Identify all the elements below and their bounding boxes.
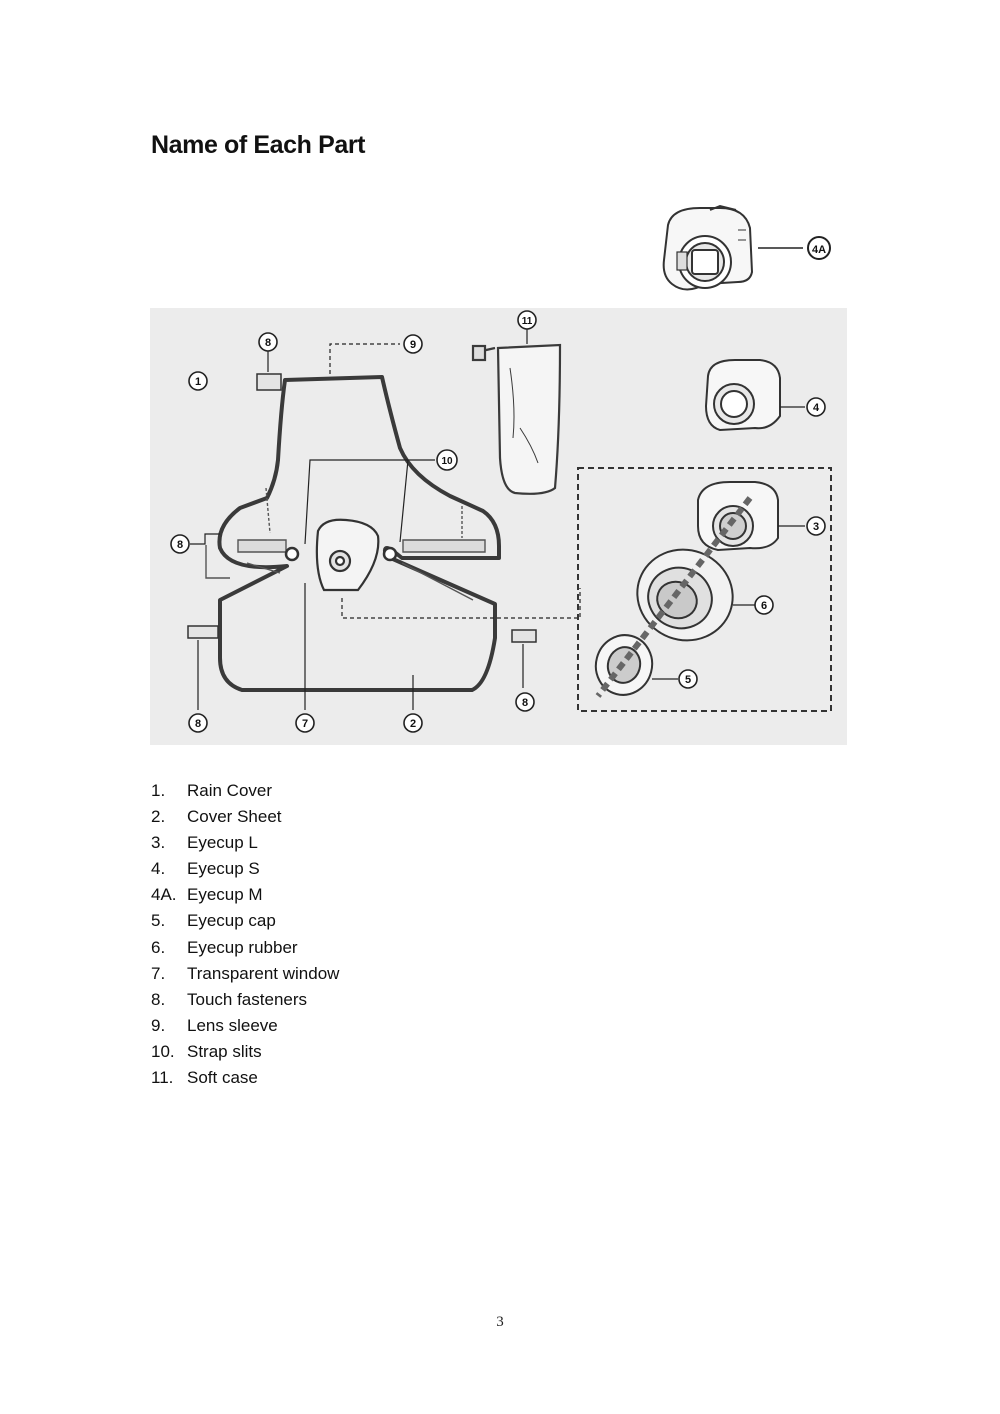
list-item: 10.Strap slits [151, 1041, 262, 1061]
list-item: 2.Cover Sheet [151, 807, 282, 827]
list-item: 6.Eyecup rubber [151, 937, 298, 957]
soft-case-drawing [471, 343, 562, 495]
callout-5: 5 [685, 674, 691, 686]
callout-9: 9 [410, 339, 416, 351]
eyecup-s-drawing [704, 359, 781, 432]
rain-cover-diagram: 1 8 9 11 10 8 8 7 2 8 4 3 6 5 [150, 308, 847, 745]
list-item: 3.Eyecup L [151, 833, 258, 853]
callout-8-left: 8 [177, 539, 183, 551]
leader-lines [190, 343, 581, 710]
list-item: 5.Eyecup cap [151, 911, 276, 931]
callout-8-bottom-left: 8 [195, 718, 201, 730]
list-item: 7.Transparent window [151, 963, 340, 983]
list-item: 11.Soft case [151, 1068, 258, 1088]
callout-7: 7 [302, 718, 308, 730]
callout-6: 6 [761, 600, 767, 612]
list-item: 4A.Eyecup M [151, 885, 263, 905]
callout-4: 4 [813, 402, 820, 414]
callout-3: 3 [813, 521, 819, 533]
list-item: 4.Eyecup S [151, 859, 260, 879]
list-item: 9.Lens sleeve [151, 1015, 278, 1035]
page-number: 3 [496, 1314, 504, 1330]
rain-cover-drawing [217, 375, 501, 692]
callout-1: 1 [195, 376, 201, 388]
eyecup-m-drawing [662, 204, 754, 291]
callouts [170, 310, 826, 733]
callout-8-right: 8 [522, 697, 528, 709]
touch-fasteners [187, 373, 537, 643]
cover-details [205, 487, 486, 601]
eyecup-group-box [577, 467, 832, 712]
page-title: Name of Each Part [151, 131, 366, 159]
transparent-window [315, 518, 380, 592]
eyecup-l-drawing [697, 481, 779, 552]
eyecup-4a-illustration: 4A [662, 204, 831, 291]
parts-list: 1.Rain Cover 2.Cover Sheet 3.Eyecup L 4.… [151, 778, 339, 1091]
callout-4a: 4A [812, 244, 826, 256]
list-item: 8.Touch fasteners [151, 989, 308, 1009]
callout-2: 2 [410, 718, 416, 730]
callout-8-top: 8 [265, 337, 271, 349]
callout-10: 10 [441, 456, 453, 467]
eyecup-assembly-axis [595, 496, 753, 698]
strap-slits [284, 546, 398, 562]
callout-11: 11 [522, 316, 533, 327]
list-item: 1.Rain Cover [151, 781, 273, 800]
